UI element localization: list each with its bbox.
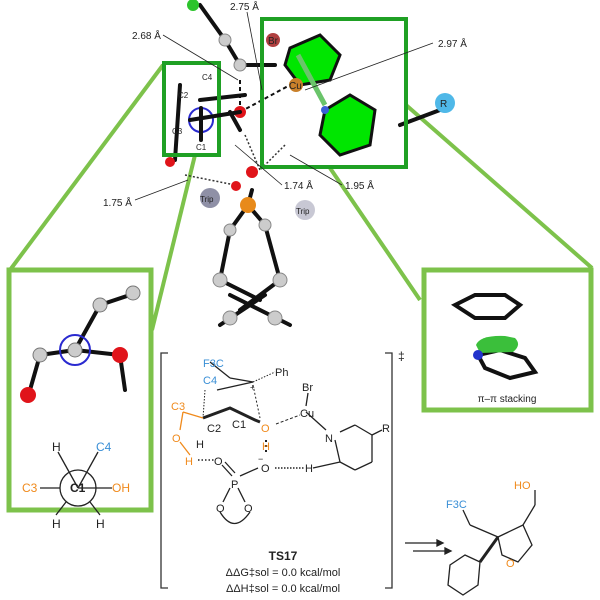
- ts-f3c: F3C: [203, 358, 224, 370]
- newman-3d-view: [20, 285, 141, 403]
- ts-plus: +: [250, 383, 255, 392]
- ts-ph: Ph: [275, 367, 288, 379]
- ts-h-c2: H: [196, 439, 204, 451]
- stacked-rings: [266, 33, 455, 157]
- pi-stacking-label: π–π stacking: [478, 394, 537, 405]
- newman-c3: C3: [22, 481, 38, 495]
- ts-ddh: ΔΔH‡sol = 0.0 kcal/mol: [226, 583, 340, 595]
- newman-h-bottom-left: H: [52, 517, 61, 531]
- ts-o-left: O: [172, 433, 181, 445]
- product-structure: [447, 490, 536, 596]
- distance-label: 1.75 Å: [103, 196, 132, 209]
- product-ho: HO: [514, 480, 531, 492]
- newman-c4: C4: [96, 440, 112, 454]
- stacking-3d-view: [450, 293, 539, 381]
- atom-label-c1: C1: [196, 143, 207, 152]
- reaction-arrows: [405, 538, 453, 556]
- r-group-atom: [435, 93, 455, 113]
- distance-leader-lines: [134, 11, 434, 201]
- distance-label: 2.68 Å: [132, 29, 161, 42]
- ts-dagger: ‡: [398, 349, 405, 363]
- atom-label-br: Br: [268, 36, 279, 47]
- distance-label: 2.75 Å: [230, 0, 259, 13]
- ts-c2: C2: [207, 423, 221, 435]
- ts-name: TS17: [269, 549, 298, 563]
- ts-c4: C4: [203, 375, 217, 387]
- ts-o-minus: O: [261, 463, 270, 475]
- ts-brackets: [160, 352, 393, 589]
- ts-cu: Cu: [300, 408, 314, 420]
- ts-o-ring-1: O: [216, 503, 225, 515]
- product-o: O: [506, 558, 515, 570]
- atom-label-c2: C2: [178, 91, 189, 100]
- atom-label-trip-2: Trip: [296, 207, 310, 216]
- ts-br: Br: [302, 382, 313, 394]
- distance-label: 2.97 Å: [438, 37, 467, 50]
- distance-label: 1.74 Å: [284, 179, 313, 192]
- ts-minus-charge: −: [258, 454, 263, 464]
- ts-structure-bonds: [179, 361, 383, 525]
- newman-oh: OH: [112, 481, 130, 495]
- highlight-box-stacking: [260, 17, 408, 169]
- stacking-zoom-panel: [421, 267, 594, 413]
- newman-zoom-panel: [6, 267, 154, 513]
- newman-h-bottom-right: H: [96, 517, 105, 531]
- ts-c1: C1: [232, 419, 246, 431]
- ts-o-double: O: [214, 456, 223, 468]
- atom-label-r: R: [440, 99, 447, 110]
- zoom-connector-lines: [8, 63, 594, 331]
- ts-r: R: [382, 423, 390, 435]
- product-f3c: F3C: [446, 499, 467, 511]
- ts-o-cu: O: [261, 423, 270, 435]
- distance-label: 1.95 Å: [345, 179, 374, 192]
- ts-o-ring-2: O: [244, 503, 253, 515]
- ts-h-pyridine: H: [305, 463, 313, 475]
- ts-ddg: ΔΔG‡sol = 0.0 kcal/mol: [226, 567, 341, 579]
- newman-projection: [40, 451, 112, 516]
- atom-label-cu: Cu: [289, 81, 302, 92]
- ts-h-o: H: [262, 441, 270, 453]
- ts-p: P: [231, 479, 238, 491]
- ts-n: N: [325, 433, 333, 445]
- ts-h-left: H: [185, 456, 193, 468]
- atom-label-c4: C4: [202, 73, 213, 82]
- newman-c1: C1: [70, 481, 86, 495]
- highlight-box-newman: [162, 61, 221, 157]
- atom-label-trip-1: Trip: [200, 195, 214, 204]
- ts-c3: C3: [171, 401, 185, 413]
- newman-h-top-left: H: [52, 440, 61, 454]
- atom-label-c3: C3: [172, 127, 183, 136]
